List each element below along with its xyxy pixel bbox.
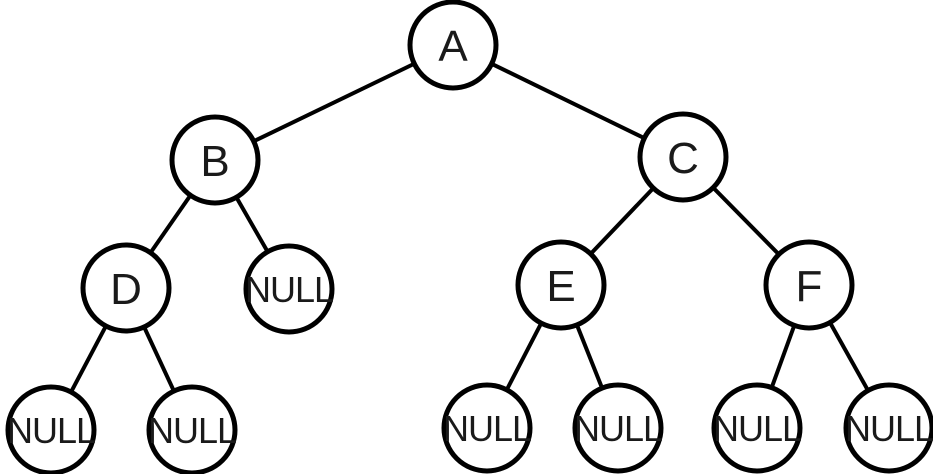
tree-node-NULL-F-L: NULL xyxy=(711,382,803,474)
tree-node-label-A: A xyxy=(438,22,468,71)
tree-node-circle-B xyxy=(169,114,261,206)
tree-node-circle-NULL-F-R xyxy=(843,382,933,474)
tree-node-NULL-E-R: NULL xyxy=(572,382,664,474)
tree-node-circle-A xyxy=(407,0,499,91)
tree-node-E: E xyxy=(515,239,607,331)
tree-node-label-NULL-D-R: NULL xyxy=(148,410,236,451)
tree-node-label-NULL-F-L: NULL xyxy=(713,408,801,449)
tree-node-circle-F xyxy=(763,239,855,331)
tree-node-NULL-E-L: NULL xyxy=(441,382,533,474)
tree-node-label-NULL-F-R: NULL xyxy=(845,408,933,449)
tree-node-circle-C xyxy=(637,111,729,203)
tree-node-F: F xyxy=(763,239,855,331)
tree-node-circle-NULL-D-R xyxy=(146,384,238,474)
tree-node-label-F: F xyxy=(796,262,823,311)
tree-node-label-NULL-D-L: NULL xyxy=(7,410,95,451)
tree-node-circle-NULL-E-R xyxy=(572,382,664,474)
tree-node-NULL-F-R: NULL xyxy=(843,382,933,474)
tree-node-NULL-D-L: NULL xyxy=(5,384,97,474)
tree-node-circle-NULL-F-L xyxy=(711,382,803,474)
tree-node-NULL-B-R: NULL xyxy=(243,243,335,335)
tree-node-circle-D xyxy=(80,242,172,334)
tree-node-C: C xyxy=(637,111,729,203)
tree-node-label-NULL-B-R: NULL xyxy=(245,269,333,310)
tree-node-circle-E xyxy=(515,239,607,331)
tree-node-circle-NULL-B-R xyxy=(243,243,335,335)
tree-node-label-C: C xyxy=(667,134,699,183)
tree-node-NULL-D-R: NULL xyxy=(146,384,238,474)
tree-node-D: D xyxy=(80,242,172,334)
tree-node-B: B xyxy=(169,114,261,206)
tree-node-label-B: B xyxy=(200,137,229,186)
tree-node-A: A xyxy=(407,0,499,91)
tree-node-circle-NULL-E-L xyxy=(441,382,533,474)
tree-node-label-NULL-E-L: NULL xyxy=(443,408,531,449)
tree-node-label-D: D xyxy=(110,265,142,314)
tree-node-label-E: E xyxy=(546,262,575,311)
tree-node-circle-NULL-D-L xyxy=(5,384,97,474)
tree-node-label-NULL-E-R: NULL xyxy=(574,408,662,449)
